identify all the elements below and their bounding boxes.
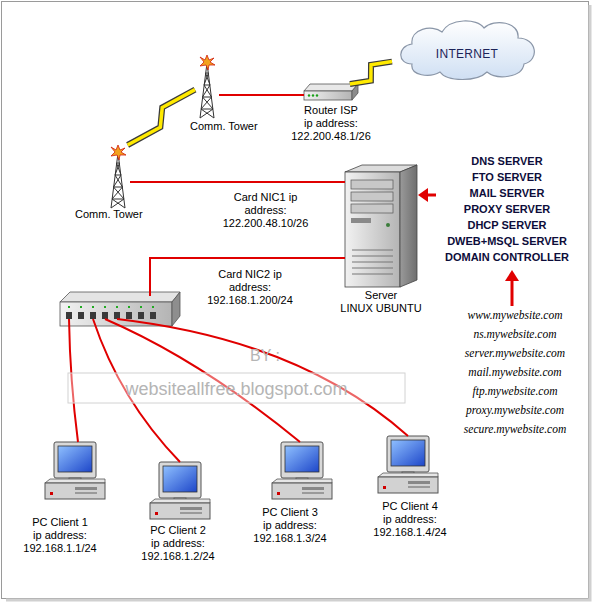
pc-icon bbox=[150, 462, 210, 519]
drive-bay bbox=[351, 180, 393, 189]
red-cable bbox=[219, 94, 304, 96]
domain-name: ftp.mywebsite.com bbox=[445, 384, 585, 398]
switch-top bbox=[60, 292, 180, 302]
server-node: ServerLINUX UBUNTU bbox=[345, 165, 417, 287]
router-front bbox=[304, 91, 352, 100]
service-name: DOMAIN CONTROLLER bbox=[432, 251, 582, 264]
lan-wires bbox=[69, 258, 408, 462]
server-vents bbox=[352, 250, 393, 274]
bolt-outline bbox=[128, 90, 195, 145]
service-name: PROXY SERVER bbox=[432, 203, 582, 216]
drive-bay bbox=[351, 204, 393, 213]
watermark-box bbox=[68, 373, 405, 403]
switch-side bbox=[172, 292, 180, 326]
tower-icon bbox=[111, 145, 126, 208]
ip-address: ip address: 192.168.1.2/24 bbox=[133, 537, 223, 563]
tower-node: Comm. Tower bbox=[106, 145, 130, 208]
arrow-head bbox=[505, 270, 519, 281]
node-name: INTERNET bbox=[392, 48, 542, 61]
lightning-bolt bbox=[128, 90, 195, 145]
power-led bbox=[386, 223, 390, 227]
switch-front bbox=[60, 302, 172, 326]
domain-name: ns.mywebsite.com bbox=[445, 327, 585, 341]
router-led bbox=[308, 94, 310, 96]
frame-shadow bbox=[6, 5, 590, 600]
pc-icon bbox=[378, 436, 438, 493]
router-icon bbox=[304, 84, 358, 100]
router-top bbox=[304, 84, 358, 91]
drive-bay bbox=[351, 192, 393, 201]
domain-name: proxy.mywebsite.com bbox=[445, 403, 585, 417]
pointer-arrow bbox=[511, 279, 514, 306]
watermark: BY : bbox=[250, 347, 310, 365]
service-name: FTO SERVER bbox=[432, 171, 582, 184]
node-name: Comm. Tower bbox=[75, 208, 165, 221]
node-name: Router ISP bbox=[285, 104, 377, 117]
pc-icon bbox=[272, 442, 332, 499]
ip-address: ip address: 192.168.1.3/24 bbox=[245, 519, 335, 545]
red-cable bbox=[130, 181, 345, 183]
service-name: MAIL SERVER bbox=[432, 187, 582, 200]
pc-icon bbox=[45, 442, 105, 499]
domain-name: www.mywebsite.com bbox=[445, 308, 585, 322]
service-name: DNS SERVER bbox=[432, 155, 582, 168]
pc-node: PC Client 4ip address: 192.168.1.4/24 bbox=[378, 436, 438, 494]
router-side bbox=[352, 84, 358, 100]
node-name: Server bbox=[331, 289, 431, 302]
server-front bbox=[345, 172, 400, 287]
wireless-link bbox=[128, 90, 195, 145]
switch-icon bbox=[60, 292, 180, 326]
wireless-link bbox=[350, 62, 392, 84]
pc-node: PC Client 3ip address: 192.168.1.3/24 bbox=[272, 442, 332, 500]
ip-address: ip address: 192.168.1.4/24 bbox=[365, 513, 455, 539]
domain-name: secure.mywebsite.com bbox=[445, 422, 585, 436]
drive-slot bbox=[351, 218, 371, 223]
node-name: PC Client 3 bbox=[245, 506, 335, 519]
ip-address: LINUX UBUNTU bbox=[331, 302, 431, 315]
cloud-node: INTERNET bbox=[392, 14, 542, 82]
router-led bbox=[316, 94, 318, 96]
router-node: Router ISPip address: 122.200.48.1/26 bbox=[304, 84, 358, 101]
ip-address: ip address: 192.168.1.1/24 bbox=[15, 529, 105, 555]
cable-link bbox=[130, 181, 345, 182]
pc-node: PC Client 2ip address: 192.168.1.2/24 bbox=[150, 462, 210, 520]
service-name: DWEB+MSQL SERVER bbox=[432, 235, 582, 248]
server-side bbox=[400, 165, 417, 287]
cable-link bbox=[219, 95, 304, 96]
router-led bbox=[312, 94, 314, 96]
bolt-outline bbox=[350, 62, 392, 84]
domain-name: mail.mywebsite.com bbox=[445, 365, 585, 379]
node-name: Comm. Tower bbox=[190, 120, 280, 133]
switch-leds bbox=[68, 306, 154, 308]
domain-name: server.mywebsite.com bbox=[445, 346, 585, 360]
server-icon bbox=[345, 165, 417, 287]
node-name: PC Client 2 bbox=[133, 524, 223, 537]
arrow-head bbox=[418, 188, 428, 202]
nic-label: Card NIC1 ip address: 122.200.48.10/26 bbox=[216, 191, 316, 230]
switch-ports bbox=[66, 312, 156, 319]
tower-node: Comm. Tower bbox=[195, 55, 219, 118]
lightning-bolt bbox=[350, 62, 392, 84]
nic-label: Card NIC2 ip address: 192.168.1.200/24 bbox=[200, 268, 300, 307]
ip-address: ip address: 122.200.48.1/26 bbox=[285, 117, 377, 143]
pc-node: PC Client 1ip address: 192.168.1.1/24 bbox=[45, 442, 105, 500]
tower-icon bbox=[200, 55, 215, 118]
service-name: DHCP SERVER bbox=[432, 219, 582, 232]
watermark: websiteallfree.blogspot.com bbox=[68, 379, 405, 399]
node-name: PC Client 1 bbox=[15, 516, 105, 529]
node-name: PC Client 4 bbox=[365, 500, 455, 513]
